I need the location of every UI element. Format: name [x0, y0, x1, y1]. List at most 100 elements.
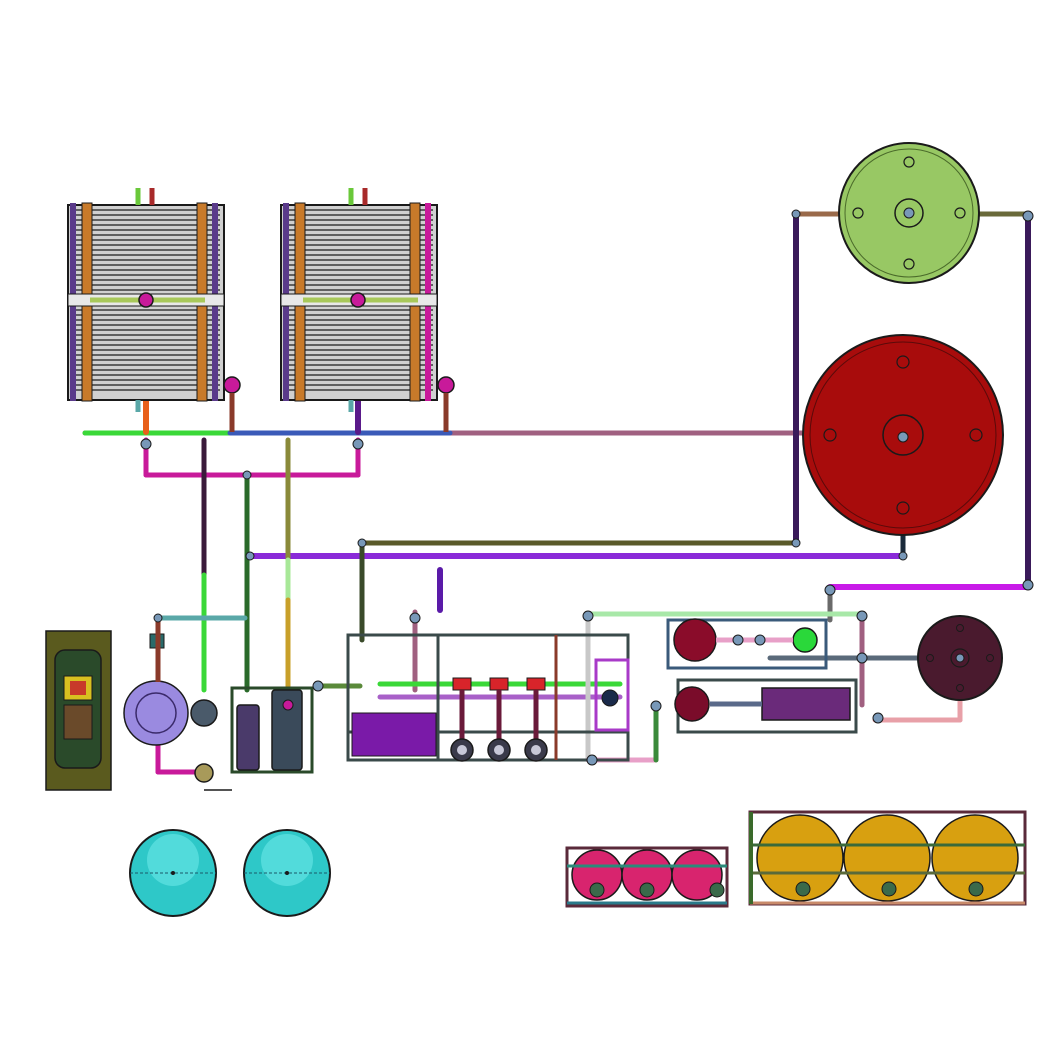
maroon-tank-bolt-left: [926, 654, 934, 662]
red-tank-bolt-right: [969, 428, 983, 442]
vessel2-highlight: [261, 834, 313, 886]
manifold-upper-frame: [666, 618, 828, 670]
pump-discharge-valve: [194, 763, 214, 783]
fitting-manifold-mid: [856, 652, 868, 664]
skid-cartridge-3: [526, 677, 546, 691]
skid-side-tank: [594, 658, 630, 732]
vessel1-highlight: [147, 834, 199, 886]
filter-frame: [230, 686, 314, 774]
fitting-manifold-top: [582, 610, 594, 622]
green-tank-bolt-top: [903, 156, 915, 168]
manifold-pump-red-2: [674, 686, 710, 722]
fitting-olive-right: [791, 538, 801, 548]
hx2-plates: [285, 209, 433, 391]
maroon-tank-nozzle: [955, 653, 965, 663]
fitting-maroon-link: [872, 712, 884, 724]
green-tank-bolt-right: [954, 207, 966, 219]
fitting-green-tank-right: [1022, 210, 1034, 222]
tank-rack-small: [565, 846, 729, 908]
vessel1-center: [171, 871, 175, 875]
fitting-violet-right: [898, 551, 908, 561]
cabinet-module: [63, 704, 93, 740]
pump-volute: [123, 680, 189, 746]
manifold-pump-red-1: [673, 618, 717, 662]
fitting-right-riser-bottom: [1022, 579, 1034, 591]
hx1-plates: [72, 209, 220, 391]
rack-large-valve-1: [795, 881, 811, 897]
rack-large-valve-3: [968, 881, 984, 897]
maroon-tank-bolt-top: [956, 624, 964, 632]
rack-small-tank-3: [671, 849, 723, 901]
tank-rack-large: [748, 810, 1027, 906]
fitting-violet-left: [245, 551, 255, 561]
fitting-pump-top: [153, 613, 163, 623]
heat-exchanger-1: [67, 188, 241, 432]
skid-cartridge-2: [489, 677, 509, 691]
rack-large-tank-2: [843, 814, 931, 902]
expansion-vessel-2: [243, 829, 331, 917]
red-tank-bolt-left: [823, 428, 837, 442]
manifold-motor: [761, 687, 851, 721]
red-tank-nozzle: [897, 431, 909, 443]
maroon-tank-bolt-right: [986, 654, 994, 662]
skid-tank: [351, 712, 437, 757]
rack-small-valve-2: [639, 882, 655, 898]
green-tank-rim: [844, 148, 974, 278]
manifold-valve-1: [732, 634, 744, 646]
fitting-dark-green: [242, 470, 252, 480]
rack-small-valve-3: [709, 882, 725, 898]
pump-purple: [123, 618, 232, 791]
cabinet-display-inner: [70, 681, 86, 695]
red-tank-hub: [882, 414, 924, 456]
fitting-lower-return: [824, 584, 836, 596]
manifold-valve-2: [754, 634, 766, 646]
maroon-tank-hub: [950, 648, 970, 668]
valve-manifold: [666, 618, 858, 734]
hx2-center-valve: [350, 292, 366, 308]
skid-gauge-1-face: [457, 745, 467, 755]
maroon-tank-bolt-bottom: [956, 684, 964, 692]
vessel2-center: [285, 871, 289, 875]
pump-motor: [190, 699, 218, 727]
red-tank-rim: [809, 341, 997, 529]
rack-large-valve-2: [881, 881, 897, 897]
storage-tank-green: [838, 142, 980, 284]
pump-volute-inner: [135, 692, 177, 734]
fitting-skid-feed: [312, 680, 324, 692]
skid-sensor: [601, 689, 619, 707]
pipe-fittings: [140, 209, 1034, 766]
filter-unit-2: [271, 689, 303, 771]
fitting-skid-inlet: [409, 612, 421, 624]
hx1-center-valve: [138, 292, 154, 308]
expansion-vessel-1: [129, 829, 217, 917]
filter-unit-2-port: [282, 699, 294, 711]
fitting-header-right: [352, 438, 364, 450]
rack-small-frame: [565, 846, 729, 908]
skid-cartridge-1: [452, 677, 472, 691]
heat-exchanger-2: [280, 188, 455, 432]
storage-tank-red: [802, 334, 1004, 536]
fitting-manifold-bottom: [586, 754, 598, 766]
filter-unit-1: [236, 704, 260, 771]
filter-units: [230, 686, 314, 774]
fitting-green-tank-left: [791, 209, 801, 219]
rack-large-tank-3: [931, 814, 1019, 902]
rack-large-tank-1: [756, 814, 844, 902]
storage-tank-maroon: [917, 615, 1003, 701]
skid-gauge-3-face: [531, 745, 541, 755]
green-tank-hub: [894, 198, 924, 228]
control-cabinet: [45, 630, 112, 791]
red-tank-bolt-top: [896, 355, 910, 369]
fitting-manifold-right: [856, 610, 868, 622]
fitting-manifold-green: [650, 700, 662, 712]
red-tank-bolt-bottom: [896, 501, 910, 515]
skid-gauge-2-face: [494, 745, 504, 755]
green-tank-bolt-left: [852, 207, 864, 219]
hx1-side-valve: [223, 376, 241, 394]
manifold-pump-green: [792, 627, 818, 653]
green-tank-nozzle: [903, 207, 915, 219]
green-tank-bolt-bottom: [903, 258, 915, 270]
filter-skid: [346, 633, 630, 762]
